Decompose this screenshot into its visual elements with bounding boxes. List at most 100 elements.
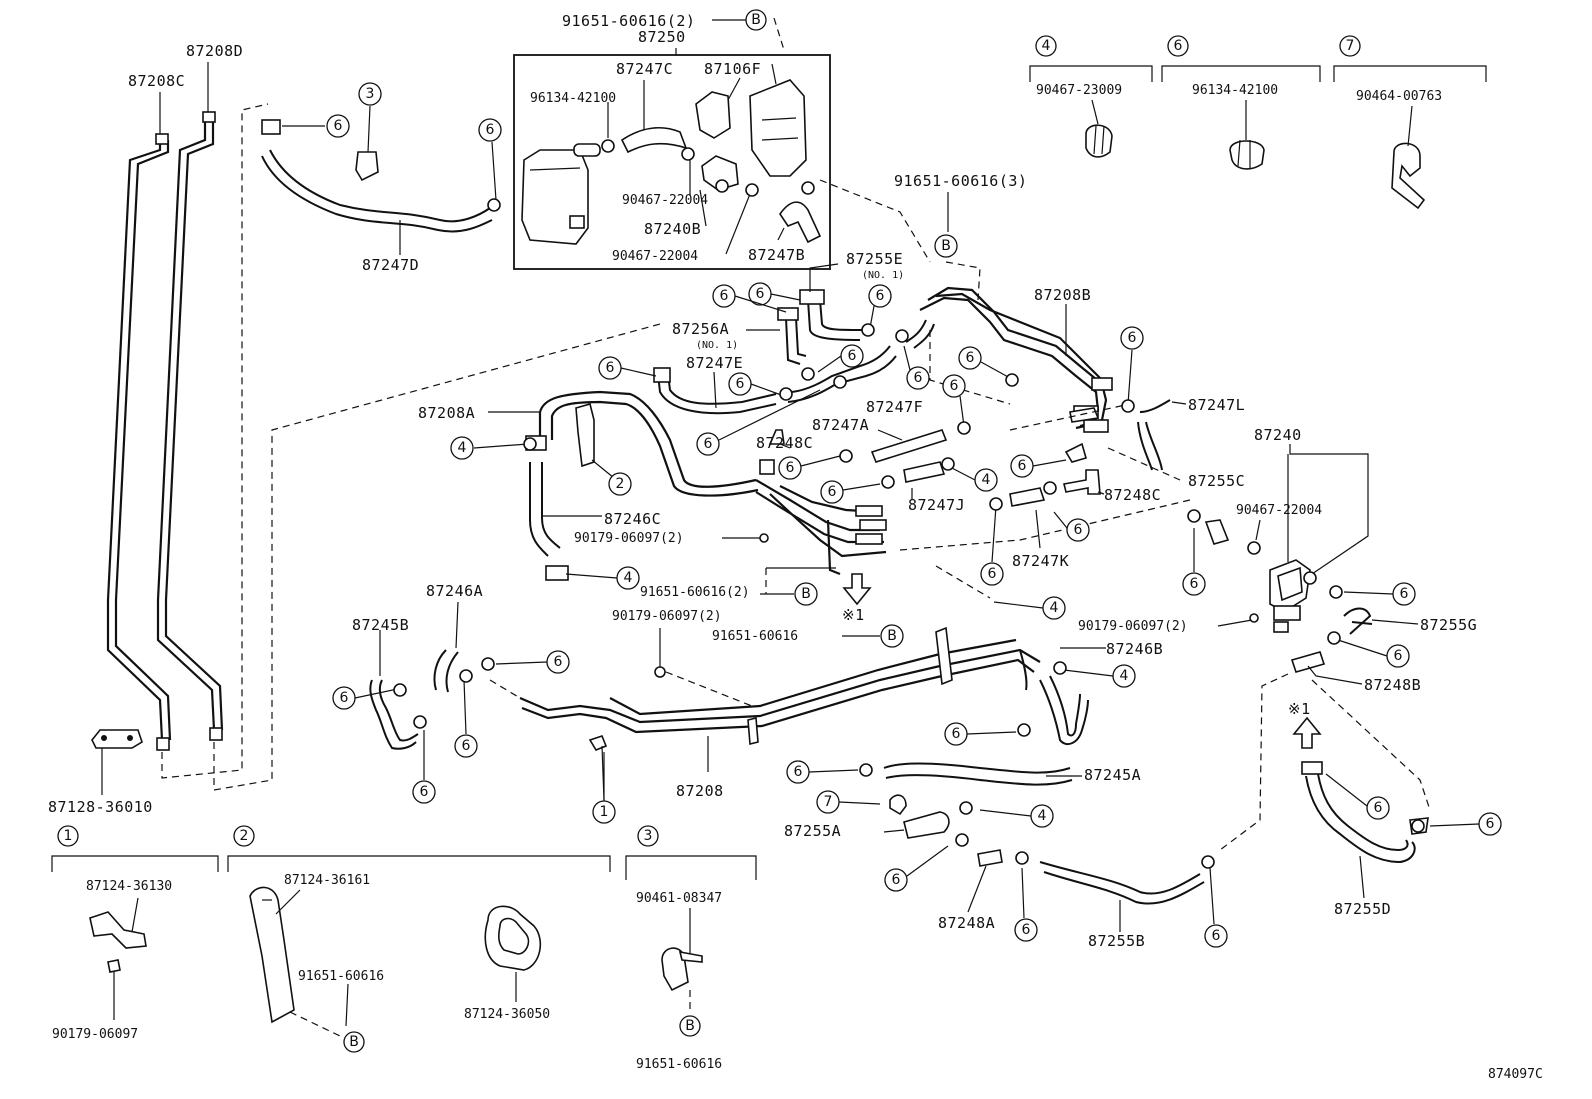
label-87255E: 87255E: [846, 250, 903, 268]
svg-text:6: 6: [1128, 330, 1137, 346]
hose-87247C: [573, 80, 695, 161]
label-87208: 87208: [676, 782, 724, 800]
dashed-brackets-left: [161, 103, 661, 791]
label-87124-36130: 87124-36130: [86, 879, 172, 894]
hose-87256A: [777, 307, 807, 365]
hose-87255D: [1301, 761, 1416, 899]
joint-87248C-b: [1063, 469, 1105, 495]
label-90467-22004-c: 90467-22004: [1236, 503, 1322, 518]
svg-text:2: 2: [616, 476, 625, 492]
svg-text:4: 4: [1120, 668, 1129, 684]
callout-4: 4: [1042, 596, 1066, 620]
hose-87247F: [787, 319, 935, 403]
callout-6: 6: [1014, 918, 1038, 942]
callout-4-legend: 4: [1035, 35, 1057, 57]
hose-87246B: [1019, 647, 1106, 746]
callout-B: B: [745, 9, 767, 31]
callout-2: 2: [608, 472, 632, 496]
radiator-unit: [521, 149, 589, 245]
label-87124-36161: 87124-36161: [284, 873, 370, 888]
hose-87246A: [433, 601, 459, 693]
arrow-mark-1-down: [842, 573, 872, 606]
svg-text:3: 3: [644, 828, 653, 844]
callout-B: B: [880, 624, 904, 648]
callout-6: 6: [1386, 644, 1410, 668]
label-87255B: 87255B: [1088, 932, 1145, 950]
svg-text:6: 6: [334, 118, 343, 134]
joint-87248B: [1290, 651, 1363, 685]
diagram-id: 874097C: [1488, 1067, 1543, 1082]
svg-text:4: 4: [624, 570, 633, 586]
label-87240: 87240: [1254, 426, 1302, 444]
label-90179-06097: 90179-06097: [52, 1027, 138, 1042]
svg-text:B: B: [751, 12, 761, 28]
label-87106F: 87106F: [704, 60, 761, 78]
svg-text:6: 6: [704, 436, 713, 452]
pipe-87208A: [488, 390, 759, 497]
callout-leaders: [354, 293, 1480, 925]
label-87247L: 87247L: [1188, 396, 1245, 414]
svg-text:6: 6: [462, 738, 471, 754]
svg-text:6: 6: [1174, 38, 1183, 54]
svg-text:6: 6: [606, 360, 615, 376]
svg-text:2: 2: [240, 828, 249, 844]
callout-B: B: [794, 582, 818, 606]
svg-text:6: 6: [1022, 922, 1031, 938]
hose-87255B: [1039, 861, 1205, 932]
bracket-3-legend: [661, 908, 703, 1014]
label-90464-00763: 90464-00763: [1356, 89, 1442, 104]
svg-text:4: 4: [982, 472, 991, 488]
hose-87255E: [799, 263, 863, 341]
svg-text:6: 6: [736, 376, 745, 392]
part-87240B: [699, 155, 739, 227]
label-91651-60616-2-top: 91651-60616(2): [562, 12, 695, 30]
svg-text:6: 6: [1394, 648, 1403, 664]
callout-6: 6: [1120, 326, 1144, 350]
hose-87247E: [653, 367, 777, 415]
callout-6: 6: [546, 650, 570, 674]
svg-text:6: 6: [1190, 576, 1199, 592]
mark-1-a: ※1: [842, 606, 865, 624]
svg-text:B: B: [887, 628, 897, 644]
callout-B: B: [934, 234, 958, 258]
svg-text:4: 4: [458, 440, 467, 456]
svg-text:6: 6: [420, 784, 429, 800]
callout-6: 6: [412, 780, 436, 804]
callout-2-legend: 2: [233, 825, 255, 847]
label-87250: 87250: [638, 28, 686, 46]
callout-7: 7: [816, 790, 840, 814]
label-87246C: 87246C: [604, 510, 661, 528]
label-87248C-b: 87248C: [1104, 486, 1161, 504]
svg-text:6: 6: [1074, 522, 1083, 538]
pipe-87208D: [156, 111, 224, 741]
svg-text:6: 6: [486, 122, 495, 138]
label-87255C: 87255C: [1188, 472, 1245, 490]
label-91651-60616-2-b: 91651-60616(2): [640, 585, 750, 600]
callout-6: 6: [786, 760, 810, 784]
label-90461-08347: 90461-08347: [636, 891, 722, 906]
label-87247F: 87247F: [866, 398, 923, 416]
bracket-1-legend: [89, 897, 147, 1020]
callout-6: 6: [1066, 518, 1090, 542]
svg-text:1: 1: [600, 804, 609, 820]
hose-87247J: [903, 461, 946, 500]
mark-1-b: ※1: [1288, 700, 1311, 718]
joint-87248A: [967, 849, 1003, 913]
label-87246A: 87246A: [426, 582, 483, 600]
label-87247E: 87247E: [686, 354, 743, 372]
svg-text:4: 4: [1042, 38, 1051, 54]
callout-4: 4: [974, 468, 998, 492]
callout-1: 1: [592, 800, 616, 824]
callout-6: 6: [958, 346, 982, 370]
label-87247B: 87247B: [748, 246, 805, 264]
label-87245A: 87245A: [1084, 766, 1141, 784]
svg-text:7: 7: [824, 794, 833, 810]
callout-6: 6: [820, 480, 844, 504]
svg-text:6: 6: [876, 288, 885, 304]
bracket-2-legend: [249, 886, 349, 1037]
callout-6-legend: 6: [1167, 35, 1189, 57]
callout-6: 6: [1478, 812, 1502, 836]
svg-text:6: 6: [966, 350, 975, 366]
label-87247K: 87247K: [1012, 552, 1069, 570]
hose-87247K: [1009, 487, 1046, 549]
